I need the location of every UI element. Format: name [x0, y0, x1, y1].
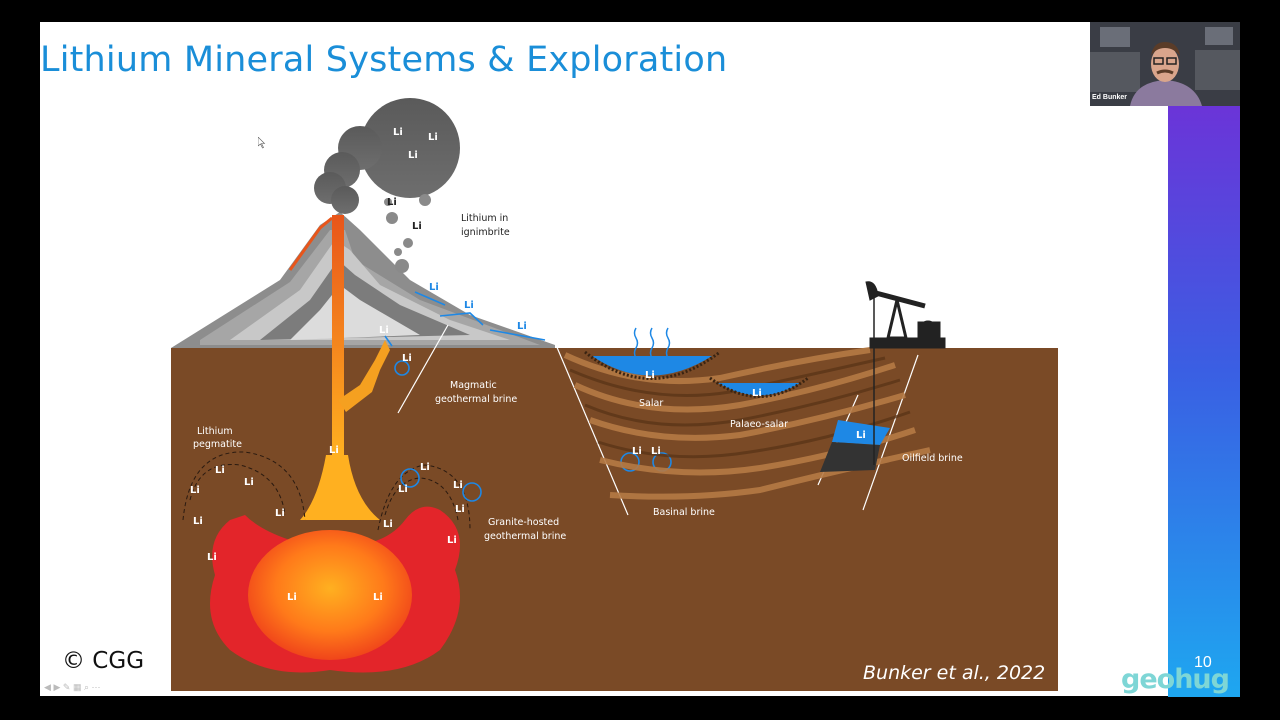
li-label: Li [190, 485, 200, 496]
ignimbrite-label-2: ignimbrite [461, 227, 510, 238]
li-label: Li [287, 592, 297, 603]
li-label: Li [856, 430, 866, 441]
copyright-text: © CGG [62, 648, 145, 674]
li-label: Li [420, 462, 430, 473]
li-label: Li [215, 465, 225, 476]
li-label: Li [193, 516, 203, 527]
presenter-name: Ed Bunker [1092, 94, 1128, 101]
palaeo-salar-label: Palaeo-salar [730, 419, 788, 430]
next-icon[interactable]: ▶ [53, 682, 61, 692]
li-label: Li [752, 388, 762, 399]
li-label: Li [207, 552, 217, 563]
li-label: Li [387, 197, 397, 208]
li-label: Li [393, 127, 403, 138]
salar-brine [592, 356, 712, 376]
slide-right-margin [1090, 22, 1168, 696]
magma-chamber [248, 530, 412, 660]
pegmatite-label-1: Lithium [197, 426, 233, 437]
oil-reservoir [820, 442, 880, 472]
oilfield-brine [832, 420, 890, 445]
li-label: Li [517, 321, 527, 332]
accent-bar [1168, 105, 1240, 697]
li-label: Li [412, 221, 422, 232]
citation-text: Bunker et al., 2022 [863, 662, 1046, 684]
salar-label: Salar [639, 398, 663, 409]
magma-conduit [332, 215, 344, 455]
li-label: Li [402, 353, 412, 364]
li-label: Li [429, 282, 439, 293]
pegmatite-label-2: pegmatite [193, 439, 242, 450]
ash-cloud [314, 98, 460, 214]
granite-label-2: geothermal brine [484, 531, 566, 542]
li-label: Li [373, 592, 383, 603]
presentation-toolbar[interactable]: ◀ ▶ ✎ ▦ ⌕ ⋯ [44, 682, 101, 693]
li-label: Li [379, 325, 389, 336]
geohug-logo: geohug [1121, 664, 1230, 695]
li-label: Li [447, 535, 457, 546]
previous-icon[interactable]: ◀ [44, 682, 51, 692]
li-label: Li [428, 132, 438, 143]
slides-icon[interactable]: ▦ [72, 682, 82, 692]
li-label: Li [464, 300, 474, 311]
webcam-feed [1090, 22, 1240, 106]
ash-debris [384, 194, 431, 273]
presenter-webcam [1090, 22, 1240, 106]
basinal-label: Basinal brine [653, 507, 715, 518]
li-label: Li [383, 519, 393, 530]
slide-number: 10 [1194, 654, 1212, 671]
li-label: Li [453, 480, 463, 491]
li-label: Li [275, 508, 285, 519]
slide-title: Lithium Mineral Systems & Exploration [40, 40, 728, 80]
mouse-cursor-icon [258, 137, 266, 149]
zoom-icon[interactable]: ⌕ [83, 682, 90, 692]
li-label: Li [632, 446, 642, 457]
ignimbrite-label-1: Lithium in [461, 213, 508, 224]
magmatic-label-2: geothermal brine [435, 394, 517, 405]
li-label: Li [398, 484, 408, 495]
li-label: Li [408, 150, 418, 161]
li-label: Li [455, 504, 465, 515]
pen-icon[interactable]: ✎ [62, 682, 71, 692]
li-label: Li [244, 477, 254, 488]
pumpjack-icon [865, 281, 946, 349]
oilfield-label: Oilfield brine [902, 453, 963, 464]
li-label: Li [651, 446, 661, 457]
li-label: Li [329, 445, 339, 456]
palaeo-salar-brine [718, 383, 800, 396]
magmatic-label-1: Magmatic [450, 380, 497, 391]
more-icon[interactable]: ⋯ [91, 682, 101, 692]
li-label: Li [645, 370, 655, 381]
granite-label-1: Granite-hosted [488, 517, 559, 528]
